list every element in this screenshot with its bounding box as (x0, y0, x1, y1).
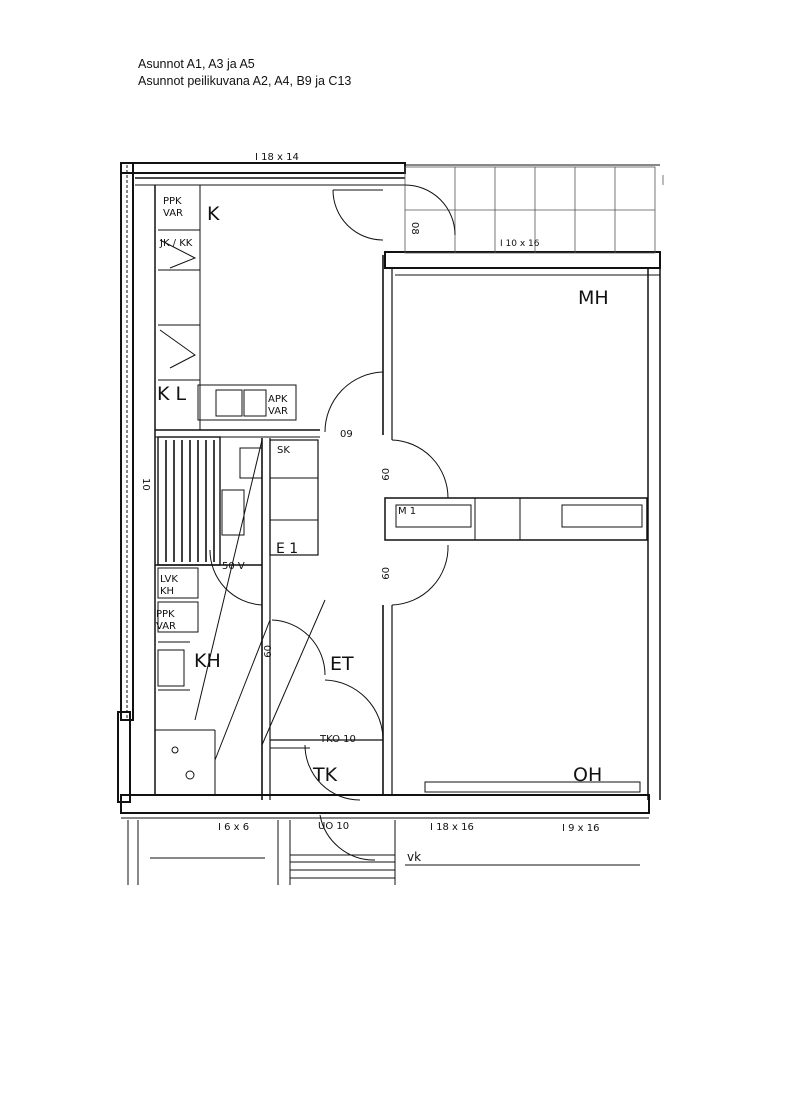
room-label-tk: TK (312, 764, 338, 786)
caption-line-2: Asunnot peilikuvana A2, A4, B9 ja C13 (138, 74, 352, 88)
dim-door-10: 10 (140, 478, 151, 491)
room-label-oh: OH (573, 764, 602, 786)
room-label-kh: KH (194, 650, 221, 672)
dimension-labels: I 18 x 14 I 10 x 16 I 6 x 6 I 18 x 16 I … (140, 152, 600, 834)
kitchen-counter (158, 185, 297, 430)
label-m1: M 1 (398, 506, 416, 517)
caption-line-1: Asunnot A1, A3 ja A5 (138, 57, 255, 71)
label-sk: SK (277, 445, 290, 456)
dim-door-09-a: 09 (340, 429, 353, 440)
dim-door-09-b: 09 (379, 468, 390, 481)
dim-top-beam: I 18 x 14 (255, 152, 299, 163)
balcony-tiles (404, 166, 664, 254)
interior-walls (155, 255, 648, 800)
entrance-area (127, 820, 640, 885)
label-apk-1: APK (268, 394, 288, 405)
room-label-et: ET (330, 653, 354, 675)
room-label-mh: MH (578, 287, 609, 309)
dim-balcony-beam: I 10 x 16 (500, 239, 540, 249)
dim-door-09-kh: 09 (261, 645, 272, 658)
dim-door-08: 08 (409, 222, 420, 235)
bench-hatching (157, 436, 263, 566)
room-label-k: K (207, 203, 220, 225)
label-e1: E 1 (276, 541, 298, 557)
door-swings (159, 184, 456, 861)
label-tko: TKO 10 (319, 734, 356, 745)
label-ppk-top-1: PPK (163, 196, 182, 207)
label-vk: vk (407, 850, 421, 864)
plan-caption: Asunnot A1, A3 ja A5 Asunnot peilikuvana… (138, 56, 351, 90)
dim-bottom-beam-2: I 18 x 16 (430, 822, 474, 833)
dim-bottom-beam-3: I 9 x 16 (562, 823, 600, 834)
label-ppk-top-2: VAR (163, 208, 183, 219)
label-jk-kk: JK / KK (159, 238, 193, 249)
dim-door-bottom: UO 10 (318, 821, 349, 832)
label-ppk-kh-1: PPK (156, 609, 175, 620)
room-labels: K MH KH ET TK OH K L (157, 203, 609, 786)
dim-door-50: 50 V (222, 561, 245, 572)
fixture-labels: PPK VAR JK / KK APK VAR SK E 1 M 1 LVK K… (156, 196, 416, 745)
label-apk-2: VAR (268, 406, 288, 417)
room-label-kl: K L (157, 383, 186, 405)
label-lvk-2: KH (160, 586, 174, 597)
label-lvk-1: LVK (160, 574, 178, 585)
outer-walls (117, 162, 661, 819)
label-ppk-kh-2: VAR (156, 621, 176, 632)
dim-door-09-c: 09 (379, 567, 390, 580)
dim-bottom-beam-1: I 6 x 6 (218, 822, 249, 833)
bathroom-fixtures (157, 567, 199, 780)
